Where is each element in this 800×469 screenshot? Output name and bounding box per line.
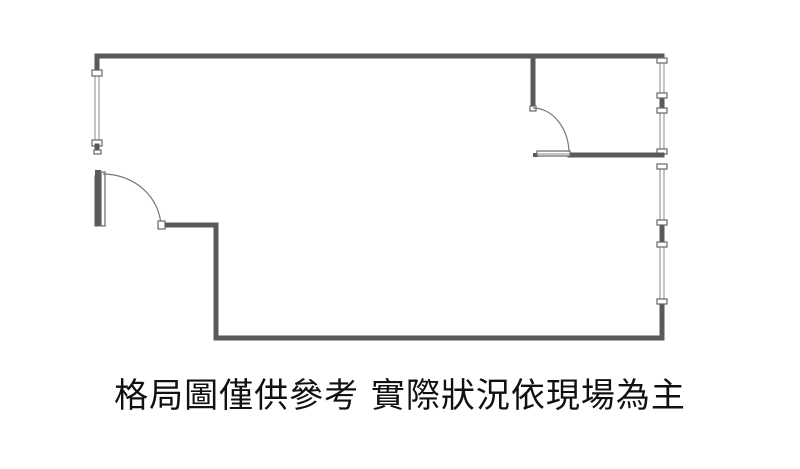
right-window-bottom [656, 241, 668, 305]
left-window [91, 69, 103, 147]
right-window-lower [656, 163, 668, 226]
exterior-wall-top [94, 53, 665, 76]
interior-door [529, 105, 571, 157]
exterior-wall-bottom [163, 222, 665, 341]
entrance-door [93, 149, 166, 230]
right-window-middle [656, 107, 668, 155]
disclaimer-caption: 格局圖僅供參考 實際狀況依現場為主 [114, 376, 686, 416]
floor-plan [91, 53, 668, 341]
right-window-upper [656, 57, 668, 99]
